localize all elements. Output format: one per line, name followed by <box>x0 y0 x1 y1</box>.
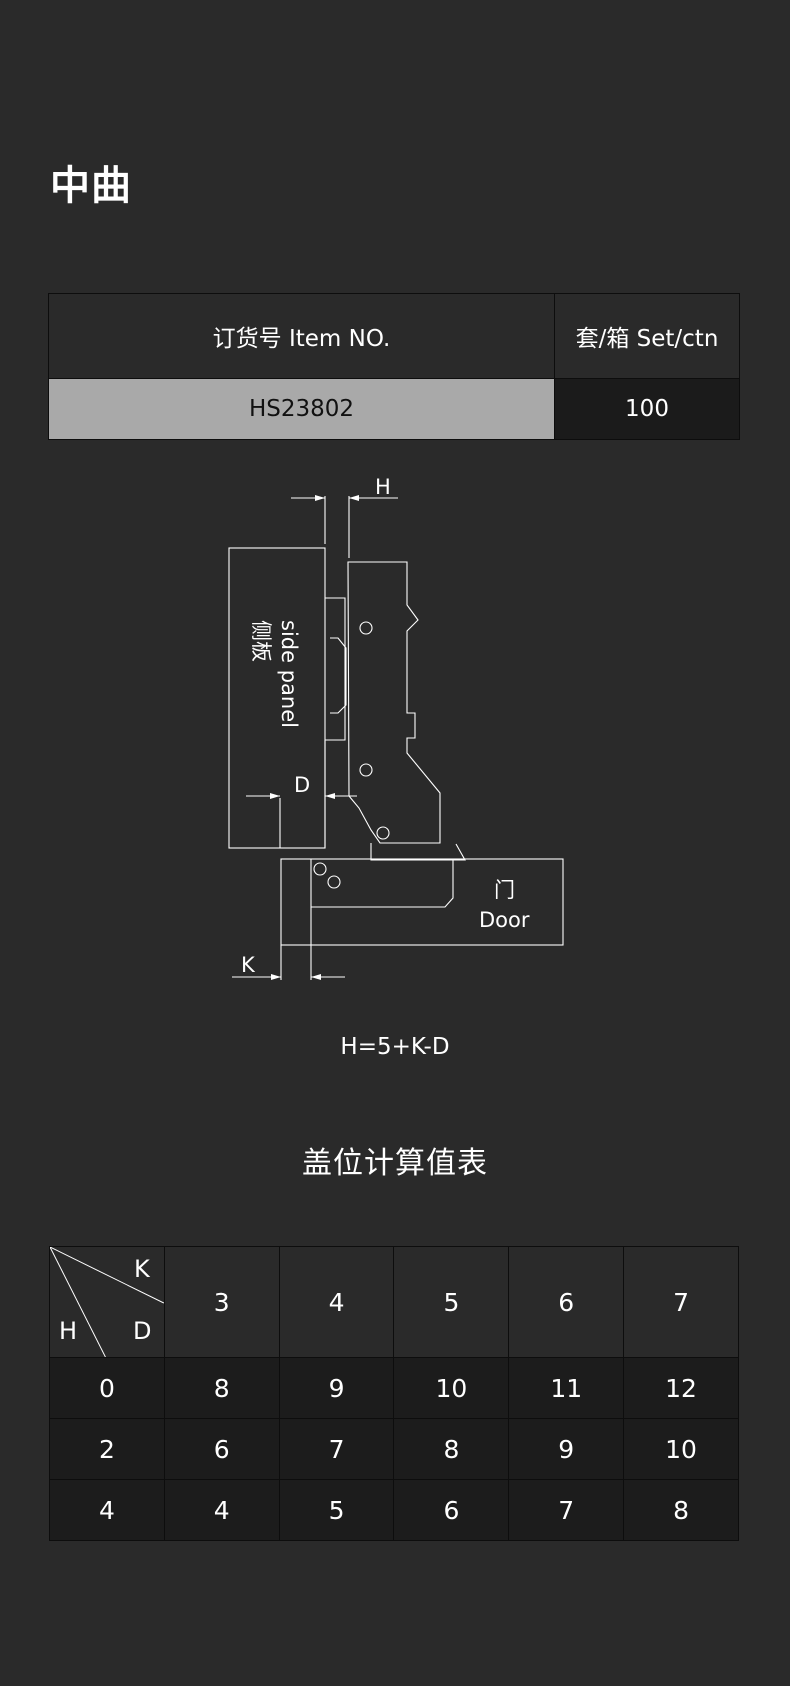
k-value-header: 3 <box>163 1246 280 1358</box>
dimension-k-label: K <box>241 953 256 977</box>
h-value-cell: 8 <box>163 1357 280 1419</box>
h-value-cell: 6 <box>393 1479 510 1541</box>
item-number-value: HS23802 <box>48 378 555 440</box>
item-number-header: 订货号 Item NO. <box>48 293 555 379</box>
h-value-cell: 6 <box>163 1418 280 1480</box>
corner-d-label: D <box>133 1317 152 1345</box>
dimension-d-label: D <box>294 773 310 797</box>
k-value-header: 4 <box>278 1246 395 1358</box>
order-table-value-row: HS23802 100 <box>48 378 740 440</box>
h-value-cell: 10 <box>623 1418 739 1480</box>
set-per-carton-header: 套/箱 Set/ctn <box>554 293 740 379</box>
k-value-header: 5 <box>393 1246 510 1358</box>
hinge-cup-shape <box>310 859 454 908</box>
h-value-cell: 9 <box>508 1418 625 1480</box>
order-table-header-row: 订货号 Item NO. 套/箱 Set/ctn <box>48 293 740 379</box>
hinge-diagram: H D K 侧板 side panel 门 Door <box>228 475 564 980</box>
calc-table-title: 盖位计算值表 <box>302 1146 488 1181</box>
side-panel-cn-label: 侧板 <box>249 620 273 662</box>
plate-clip-shape <box>330 637 347 714</box>
h-value-cell: 11 <box>508 1357 625 1419</box>
table-row: 4 4 5 6 7 8 <box>49 1479 739 1541</box>
k-value-header: 7 <box>623 1246 739 1358</box>
h-value-cell: 7 <box>278 1418 395 1480</box>
h-value-cell: 8 <box>623 1479 739 1541</box>
d-value-cell: 0 <box>49 1357 165 1419</box>
overlay-calc-table: K H D 3 4 5 6 7 0 8 9 10 11 12 2 6 7 8 9… <box>49 1246 739 1541</box>
hinge-cup-base <box>370 843 466 861</box>
table-row: 0 8 9 10 11 12 <box>49 1357 739 1419</box>
h-value-cell: 8 <box>393 1418 510 1480</box>
door-cn-label: 门 <box>494 878 515 902</box>
order-table: 订货号 Item NO. 套/箱 Set/ctn HS23802 100 <box>48 293 740 440</box>
screw-hole-2 <box>359 763 373 777</box>
set-per-carton-value: 100 <box>554 378 740 440</box>
side-panel-shape <box>228 547 326 849</box>
table-row: 2 6 7 8 9 10 <box>49 1418 739 1480</box>
overlay-formula: H=5+K-D <box>340 1034 450 1060</box>
corner-header-cell: K H D <box>49 1246 165 1358</box>
page-title: 中曲 <box>50 163 132 209</box>
h-value-cell: 7 <box>508 1479 625 1541</box>
screw-hole-3 <box>376 826 390 840</box>
corner-diagonals <box>50 1247 164 1357</box>
h-value-cell: 12 <box>623 1357 739 1419</box>
door-shape <box>280 858 564 946</box>
corner-h-label: H <box>59 1317 78 1345</box>
cup-hole-2 <box>327 875 341 889</box>
mounting-plate-shape <box>325 597 346 741</box>
side-panel-en-label: side panel <box>277 620 301 728</box>
calc-header-row: K H D 3 4 5 6 7 <box>49 1246 739 1358</box>
d-value-cell: 4 <box>49 1479 165 1541</box>
d-value-cell: 2 <box>49 1418 165 1480</box>
hinge-arm-shape <box>347 561 441 844</box>
cup-hole-1 <box>313 862 327 876</box>
h-value-cell: 5 <box>278 1479 395 1541</box>
door-en-label: Door <box>479 908 530 932</box>
screw-hole-1 <box>359 621 373 635</box>
h-value-cell: 9 <box>278 1357 395 1419</box>
h-value-cell: 10 <box>393 1357 510 1419</box>
h-value-cell: 4 <box>163 1479 280 1541</box>
k-value-header: 6 <box>508 1246 625 1358</box>
dimension-h-label: H <box>375 475 391 499</box>
corner-k-label: K <box>134 1255 150 1283</box>
